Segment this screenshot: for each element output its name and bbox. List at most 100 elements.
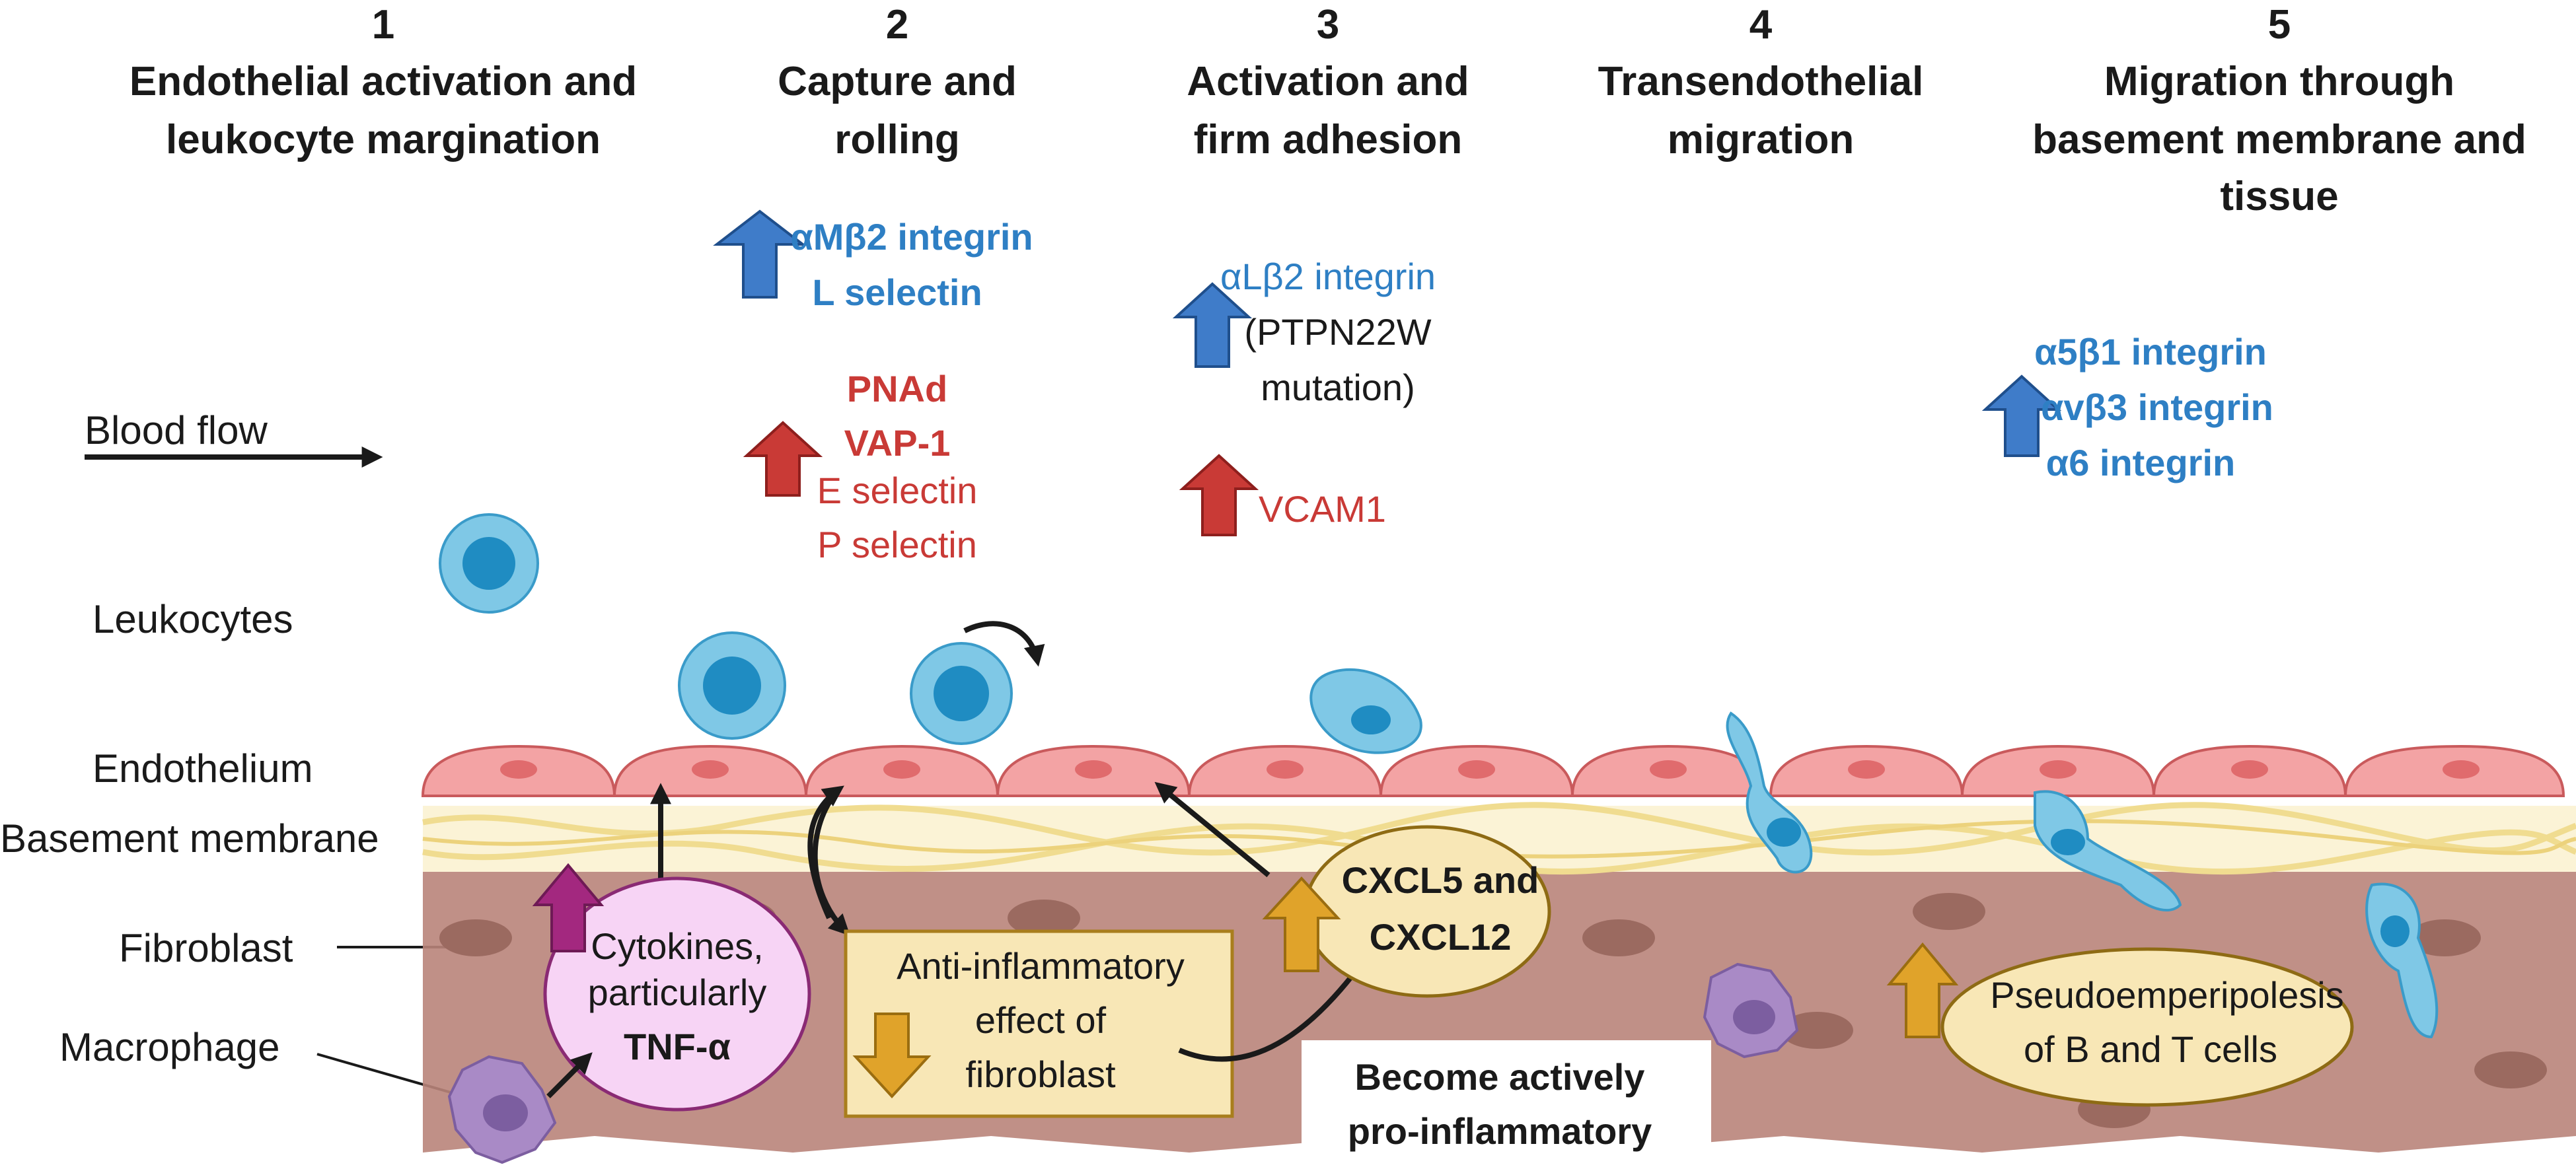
membrane-fiber (422, 819, 2576, 859)
cytokines-ellipse (543, 876, 811, 1112)
rolling-arrow (963, 621, 1045, 667)
stage-2-red-bold-line-2: VAP-1 (844, 422, 951, 464)
up-arrow-red-icon (1179, 454, 1259, 536)
cxcl-line-1: CXCL5 and (1342, 859, 1539, 901)
stage-2-molecules: αMβ2 integrin L selectin PNAd VAP-1 E se… (713, 209, 1033, 565)
stage-3-blue-line: αLβ2 integrin (1220, 256, 1436, 297)
pseudo-line-1: Pseudoemperipolesis (1990, 974, 2343, 1016)
box-to-cxcl-arrow (1178, 959, 1365, 1062)
cxcl-ellipse (1303, 825, 1551, 998)
stage-5-blue-line-1: α5β1 integrin (2034, 331, 2267, 373)
cytokines-group: Cytokines, particularly TNF-α (532, 783, 811, 1112)
up-arrow-blue-icon (1981, 374, 2062, 457)
fibroblast-cell (439, 919, 512, 956)
endothelial-nucleus (1458, 760, 1495, 779)
stage-3-number: 3 (1317, 2, 1339, 48)
up-arrow-gold-icon (1886, 942, 1959, 1038)
macrophage-nucleus (1733, 1000, 1775, 1034)
leukocytes-label: Leukocytes (92, 597, 293, 641)
anti-inflammatory-line-3: fibroblast (965, 1053, 1116, 1095)
anti-inflammatory-line-1: Anti-inflammatory (897, 945, 1185, 987)
stage-3-molecules: αLβ2 integrin (PTPN22W mutation) VCAM1 (1172, 256, 1436, 536)
endothelial-nucleus (692, 760, 729, 779)
endothelial-nucleus (1075, 760, 1112, 779)
stage-5-title-line-1: Migration through (2104, 59, 2454, 104)
stage-2-red-line-2: P selectin (817, 524, 977, 565)
pseudo-group: Pseudoemperipolesis of B and T cells (1886, 942, 2354, 1107)
stage-4-title-line-2: migration (1668, 117, 1854, 162)
cxcl-line-2: CXCL12 (1370, 916, 1512, 958)
cxcl-to-endothelium-arrow (1154, 781, 1270, 878)
stage-1-number: 1 (372, 2, 394, 48)
leukocyte-nucleus (1351, 705, 1391, 734)
pseudo-ellipse (1940, 947, 2354, 1107)
leukocyte-nucleus (703, 657, 761, 715)
stage-3-red-line: VCAM1 (1259, 488, 1386, 530)
become-backdrop (1302, 1040, 1711, 1166)
fibroblast-cell (2474, 1051, 2547, 1088)
cxcl-group: CXCL5 and CXCL12 (1154, 781, 1551, 998)
endothelial-nucleus (2231, 760, 2268, 779)
up-arrow-blue-icon (713, 209, 807, 299)
pseudo-line-2: of B and T cells (2024, 1028, 2277, 1070)
leukocyte-nucleus (2380, 915, 2410, 947)
fibroblast-cell (1582, 919, 1655, 956)
stage-3-title-line-1: Activation and (1187, 59, 1469, 104)
fibroblast-cell (1913, 893, 1985, 930)
blood-flow-label: Blood flow (85, 408, 268, 452)
fibroblast-label: Fibroblast (119, 926, 293, 970)
fibroblast-cell (2408, 919, 2481, 956)
fibroblast-cell (1008, 900, 1080, 937)
stage-5-header: 5 Migration through basement membrane an… (2032, 2, 2526, 219)
endothelium-to-box-arrow (812, 787, 850, 936)
stage-3-header: 3 Activation and firm adhesion (1187, 2, 1469, 162)
become-line-1: Become actively (1355, 1056, 1645, 1098)
become-group: Become actively pro-inflammatory (1302, 1040, 1711, 1166)
endothelial-nucleus (1848, 760, 1885, 779)
membrane-fiber (422, 823, 2576, 875)
stage-1-title-line-2: leukocyte margination (166, 117, 601, 162)
up-arrow-red-icon (743, 421, 823, 497)
stage-1-title-line-1: Endothelial activation and (129, 59, 637, 104)
macrophage-label: Macrophage (59, 1025, 280, 1069)
endothelial-nucleus (500, 760, 537, 779)
stage-5-blue-line-3: α6 integrin (2046, 442, 2235, 483)
stage-2-blue-line-1: αMβ2 integrin (790, 216, 1033, 258)
macrophage-to-cytokines-arrow (546, 1052, 593, 1098)
stage-2-title-line-2: rolling (834, 117, 959, 162)
stage-5-number: 5 (2268, 2, 2291, 48)
stage-3-black-line-1: (PTPN22W (1244, 311, 1431, 353)
stage-3-title-line-2: firm adhesion (1194, 117, 1463, 162)
stage-2-red-bold-line-1: PNAd (847, 368, 947, 409)
stage-5-blue-line-2: αvβ3 integrin (2041, 386, 2273, 428)
up-arrow-magenta-icon (532, 863, 605, 952)
cytokines-line-2: particularly (588, 972, 767, 1013)
fibroblast-cell (1781, 1012, 1853, 1049)
anti-inflammatory-line-2: effect of (975, 999, 1107, 1041)
stage-2-title-line-1: Capture and (778, 59, 1017, 104)
endothelial-nucleus (2443, 760, 2480, 779)
leukocyte-nucleus (1767, 818, 1801, 847)
stage-4-number: 4 (1749, 2, 1773, 48)
endothelial-nucleus (1267, 760, 1304, 779)
stage-4-header: 4 Transendothelial migration (1598, 2, 1924, 162)
macrophage-nucleus (483, 1094, 528, 1131)
stage-1-header: 1 Endothelial activation and leukocyte m… (129, 2, 637, 162)
stage-4-title-line-1: Transendothelial (1598, 59, 1924, 104)
down-arrow-gold-icon (852, 1013, 932, 1098)
anti-inflammatory-box (844, 929, 1234, 1118)
endothelium-label: Endothelium (92, 746, 313, 791)
endothelial-nucleus (2040, 760, 2077, 779)
stage-2-header: 2 Capture and rolling (778, 2, 1017, 162)
leukocyte-nucleus (934, 666, 989, 721)
stage-5-title-line-3: tissue (2220, 174, 2338, 219)
up-arrow-gold-icon (1262, 876, 1341, 972)
up-arrow-blue-icon (1172, 282, 1253, 368)
endothelium (421, 744, 2565, 797)
stage-5-molecules: α5β1 integrin αvβ3 integrin α6 integrin (1981, 331, 2273, 483)
anti-inflammatory-group: Anti-inflammatory effect of fibroblast (807, 785, 1365, 1118)
leukocyte-nucleus (2051, 829, 2085, 855)
basement-membrane-label: Basement membrane (0, 816, 379, 861)
stage-3-black-line-2: mutation) (1261, 367, 1415, 408)
